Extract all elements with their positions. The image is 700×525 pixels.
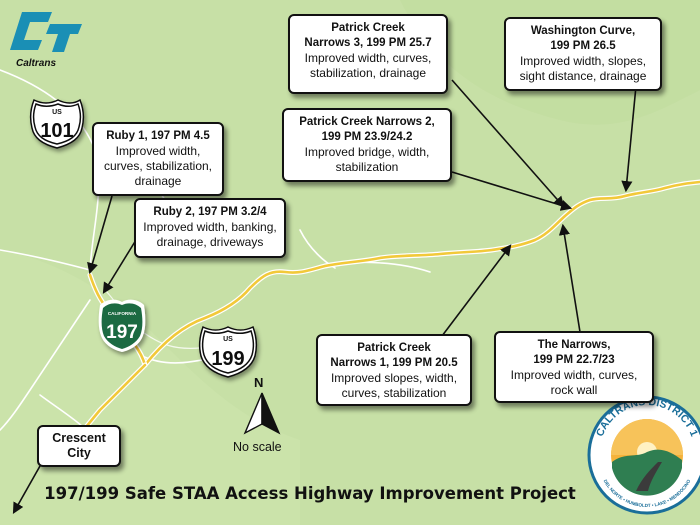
us-199-shield: US 199 [198, 325, 258, 378]
callout-patrick-creek-narrows-1: Patrick Creek Narrows 1, 199 PM 20.5 Imp… [316, 334, 472, 406]
us-199-shield-number: 199 [211, 348, 244, 370]
district-1-badge: CALTRANS DISTRICT 1 DEL NORTE • HUMBOLDT… [587, 395, 700, 515]
arrow-ruby1 [87, 195, 113, 275]
callout-title: 199 PM 22.7/23 [533, 354, 615, 366]
caltrans-logo-mark [46, 24, 82, 52]
arrow-washington [621, 85, 637, 193]
arrow-crescent-city [12, 465, 41, 514]
callout-title: Patrick Creek [331, 22, 405, 34]
callout-description: curves, stabilization, [103, 159, 213, 173]
callout-washington-curve: Washington Curve, 199 PM 26.5 Improved w… [504, 17, 662, 91]
callout-description: drainage [134, 174, 182, 188]
callout-description: Improved width, slopes, [519, 54, 647, 68]
callout-patrick-creek-narrows-2: Patrick Creek Narrows 2, 199 PM 23.9/24.… [282, 108, 452, 182]
scale-note: No scale [233, 440, 282, 454]
callout-description: sight distance, drainage [519, 69, 647, 83]
callout-description: Improved width, curves, [510, 368, 638, 382]
callout-description: curves, stabilization [341, 386, 447, 400]
callout-description: Improved width, [115, 144, 201, 158]
callout-title: Patrick Creek Narrows 2, [299, 116, 435, 128]
callout-title: Ruby 1, 197 PM 4.5 [106, 130, 210, 142]
callout-arrows [12, 79, 637, 514]
callout-title: The Narrows, [537, 339, 611, 351]
north-label: N [254, 375, 264, 390]
us-101-shield: US 101 [29, 98, 85, 149]
callout-title: 199 PM 26.5 [550, 40, 616, 52]
callout-title: Ruby 2, 197 PM 3.2/4 [153, 206, 267, 218]
ca-197-shield-number: 197 [106, 322, 138, 343]
crescent-city-label: Crescent City [37, 425, 121, 467]
callout-description: Improved bridge, width, [304, 145, 430, 159]
us-101-shield-top: US [52, 109, 62, 116]
caltrans-wordmark: Caltrans [16, 58, 56, 69]
city-name: City [67, 446, 91, 460]
callout-description: stabilization, drainage [309, 66, 427, 80]
callout-title: Washington Curve, [530, 25, 636, 37]
arrow-pcn3 [451, 79, 565, 208]
callout-description: Improved width, curves, [304, 51, 432, 65]
caltrans-logo-mark [10, 12, 52, 50]
arrow-pcn1 [441, 244, 512, 337]
caltrans-logo: Caltrans [10, 12, 82, 69]
callout-description: drainage, driveways [156, 235, 264, 249]
callout-title: Patrick Creek [357, 342, 431, 354]
project-title: 197/199 Safe STAA Access Highway Improve… [44, 484, 576, 503]
callout-description: Improved slopes, width, [330, 371, 458, 385]
us-101-shield-number: 101 [40, 120, 73, 142]
callout-the-narrows: The Narrows, 199 PM 22.7/23 Improved wid… [494, 331, 654, 403]
callout-patrick-creek-narrows-3: Patrick Creek Narrows 3, 199 PM 25.7 Imp… [288, 14, 448, 94]
arrow-narrows [558, 223, 581, 333]
callout-description: stabilization [335, 160, 399, 174]
callout-title: Narrows 3, 199 PM 25.7 [304, 37, 432, 49]
callout-ruby-2: Ruby 2, 197 PM 3.2/4 Improved width, ban… [134, 198, 286, 258]
ca-197-shield: CALIFORNIA 197 [98, 299, 146, 352]
callout-title: 199 PM 23.9/24.2 [321, 131, 413, 143]
callout-description: Improved width, banking, [143, 220, 277, 234]
callout-title: Narrows 1, 199 PM 20.5 [330, 357, 458, 369]
north-arrow-icon [243, 392, 281, 435]
us-199-shield-top: US [223, 336, 233, 343]
callout-description: rock wall [550, 383, 598, 397]
ca-197-shield-top: CALIFORNIA [108, 311, 137, 316]
city-name: Crescent [52, 431, 106, 445]
callout-ruby-1: Ruby 1, 197 PM 4.5 Improved width, curve… [92, 122, 224, 196]
arrow-ruby2 [102, 239, 137, 294]
arrow-pcn2 [451, 171, 573, 211]
